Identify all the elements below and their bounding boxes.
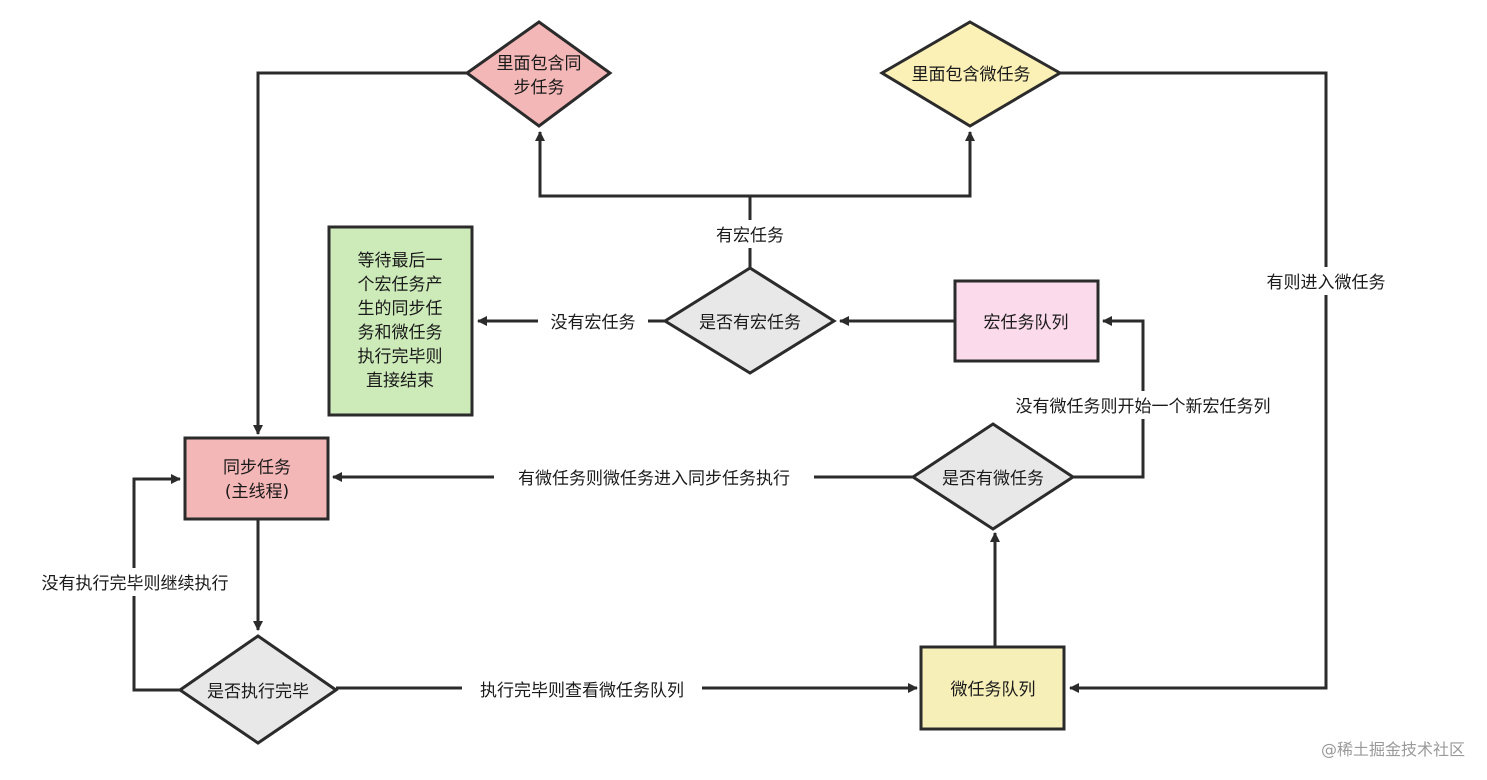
node-done: 是否执行完毕 <box>177 634 339 745</box>
has-macro-label: 是否有宏任务 <box>699 313 801 333</box>
sync-task-box <box>183 436 330 521</box>
node-micro-queue: 微任务队列 <box>919 645 1066 731</box>
micro-queue-label: 微任务队列 <box>951 680 1036 700</box>
edge-split-right <box>750 131 975 198</box>
watermark-text: @稀土掘金技术社区 <box>1320 740 1465 759</box>
micro-queue-box <box>919 645 1066 731</box>
edge-label-no-micro-new-macro: 没有微任务则开始一个新宏任务列 <box>1016 397 1271 417</box>
wait-end-box <box>327 225 474 417</box>
wait-end-line-2: 个宏任务产 <box>358 275 443 295</box>
contains-sync-label-2: 步任务 <box>514 78 565 98</box>
edge-contains-micro-to-micro-queue <box>1060 71 1328 693</box>
node-wait-end: 等待最后一 个宏任务产 生的同步任 务和微任务 执行完毕则 直接结束 <box>327 225 474 417</box>
sync-task-label-1: 同步任务 <box>223 458 291 478</box>
contains-micro-label: 里面包含微任务 <box>912 65 1031 85</box>
wait-end-line-1: 等待最后一 <box>358 251 443 271</box>
edge-contains-sync-to-sync-task <box>253 71 467 435</box>
node-has-macro: 是否有宏任务 <box>662 266 837 375</box>
wait-end-line-6: 直接结束 <box>366 371 434 391</box>
node-contains-micro: 里面包含微任务 <box>879 20 1063 128</box>
macro-queue-label: 宏任务队列 <box>984 313 1069 333</box>
done-label: 是否执行完毕 <box>207 682 309 702</box>
macro-queue-box <box>953 279 1100 363</box>
edge-label-enter-micro: 有则进入微任务 <box>1267 273 1386 293</box>
edge-label-no-macro: 没有宏任务 <box>551 313 636 333</box>
node-contains-sync: 里面包含同 步任务 <box>464 20 613 128</box>
node-has-micro: 是否有微任务 <box>910 422 1076 531</box>
done-diamond <box>177 634 339 745</box>
has-micro-diamond <box>910 422 1076 531</box>
contains-micro-diamond <box>879 20 1063 128</box>
sync-task-label-2: (主线程) <box>225 482 289 502</box>
wait-end-line-3: 生的同步任 <box>358 299 443 319</box>
contains-sync-label-1: 里面包含同 <box>497 54 582 74</box>
edge-label-has-macro: 有宏任务 <box>716 226 784 246</box>
has-micro-label: 是否有微任务 <box>942 469 1044 489</box>
edge-label-done-check-micro: 执行完毕则查看微任务队列 <box>480 681 684 701</box>
wait-end-line-4: 务和微任务 <box>358 323 443 343</box>
wait-end-line-5: 执行完毕则 <box>358 347 443 367</box>
node-macro-queue: 宏任务队列 <box>953 279 1100 363</box>
has-macro-diamond <box>662 266 837 375</box>
node-sync-task: 同步任务 (主线程) <box>183 436 330 521</box>
contains-sync-diamond <box>464 20 613 128</box>
edge-label-not-done-continue: 没有执行完毕则继续执行 <box>42 574 229 594</box>
edge-split-left <box>535 131 750 198</box>
edge-label-micro-to-sync: 有微任务则微任务进入同步任务执行 <box>518 469 790 489</box>
